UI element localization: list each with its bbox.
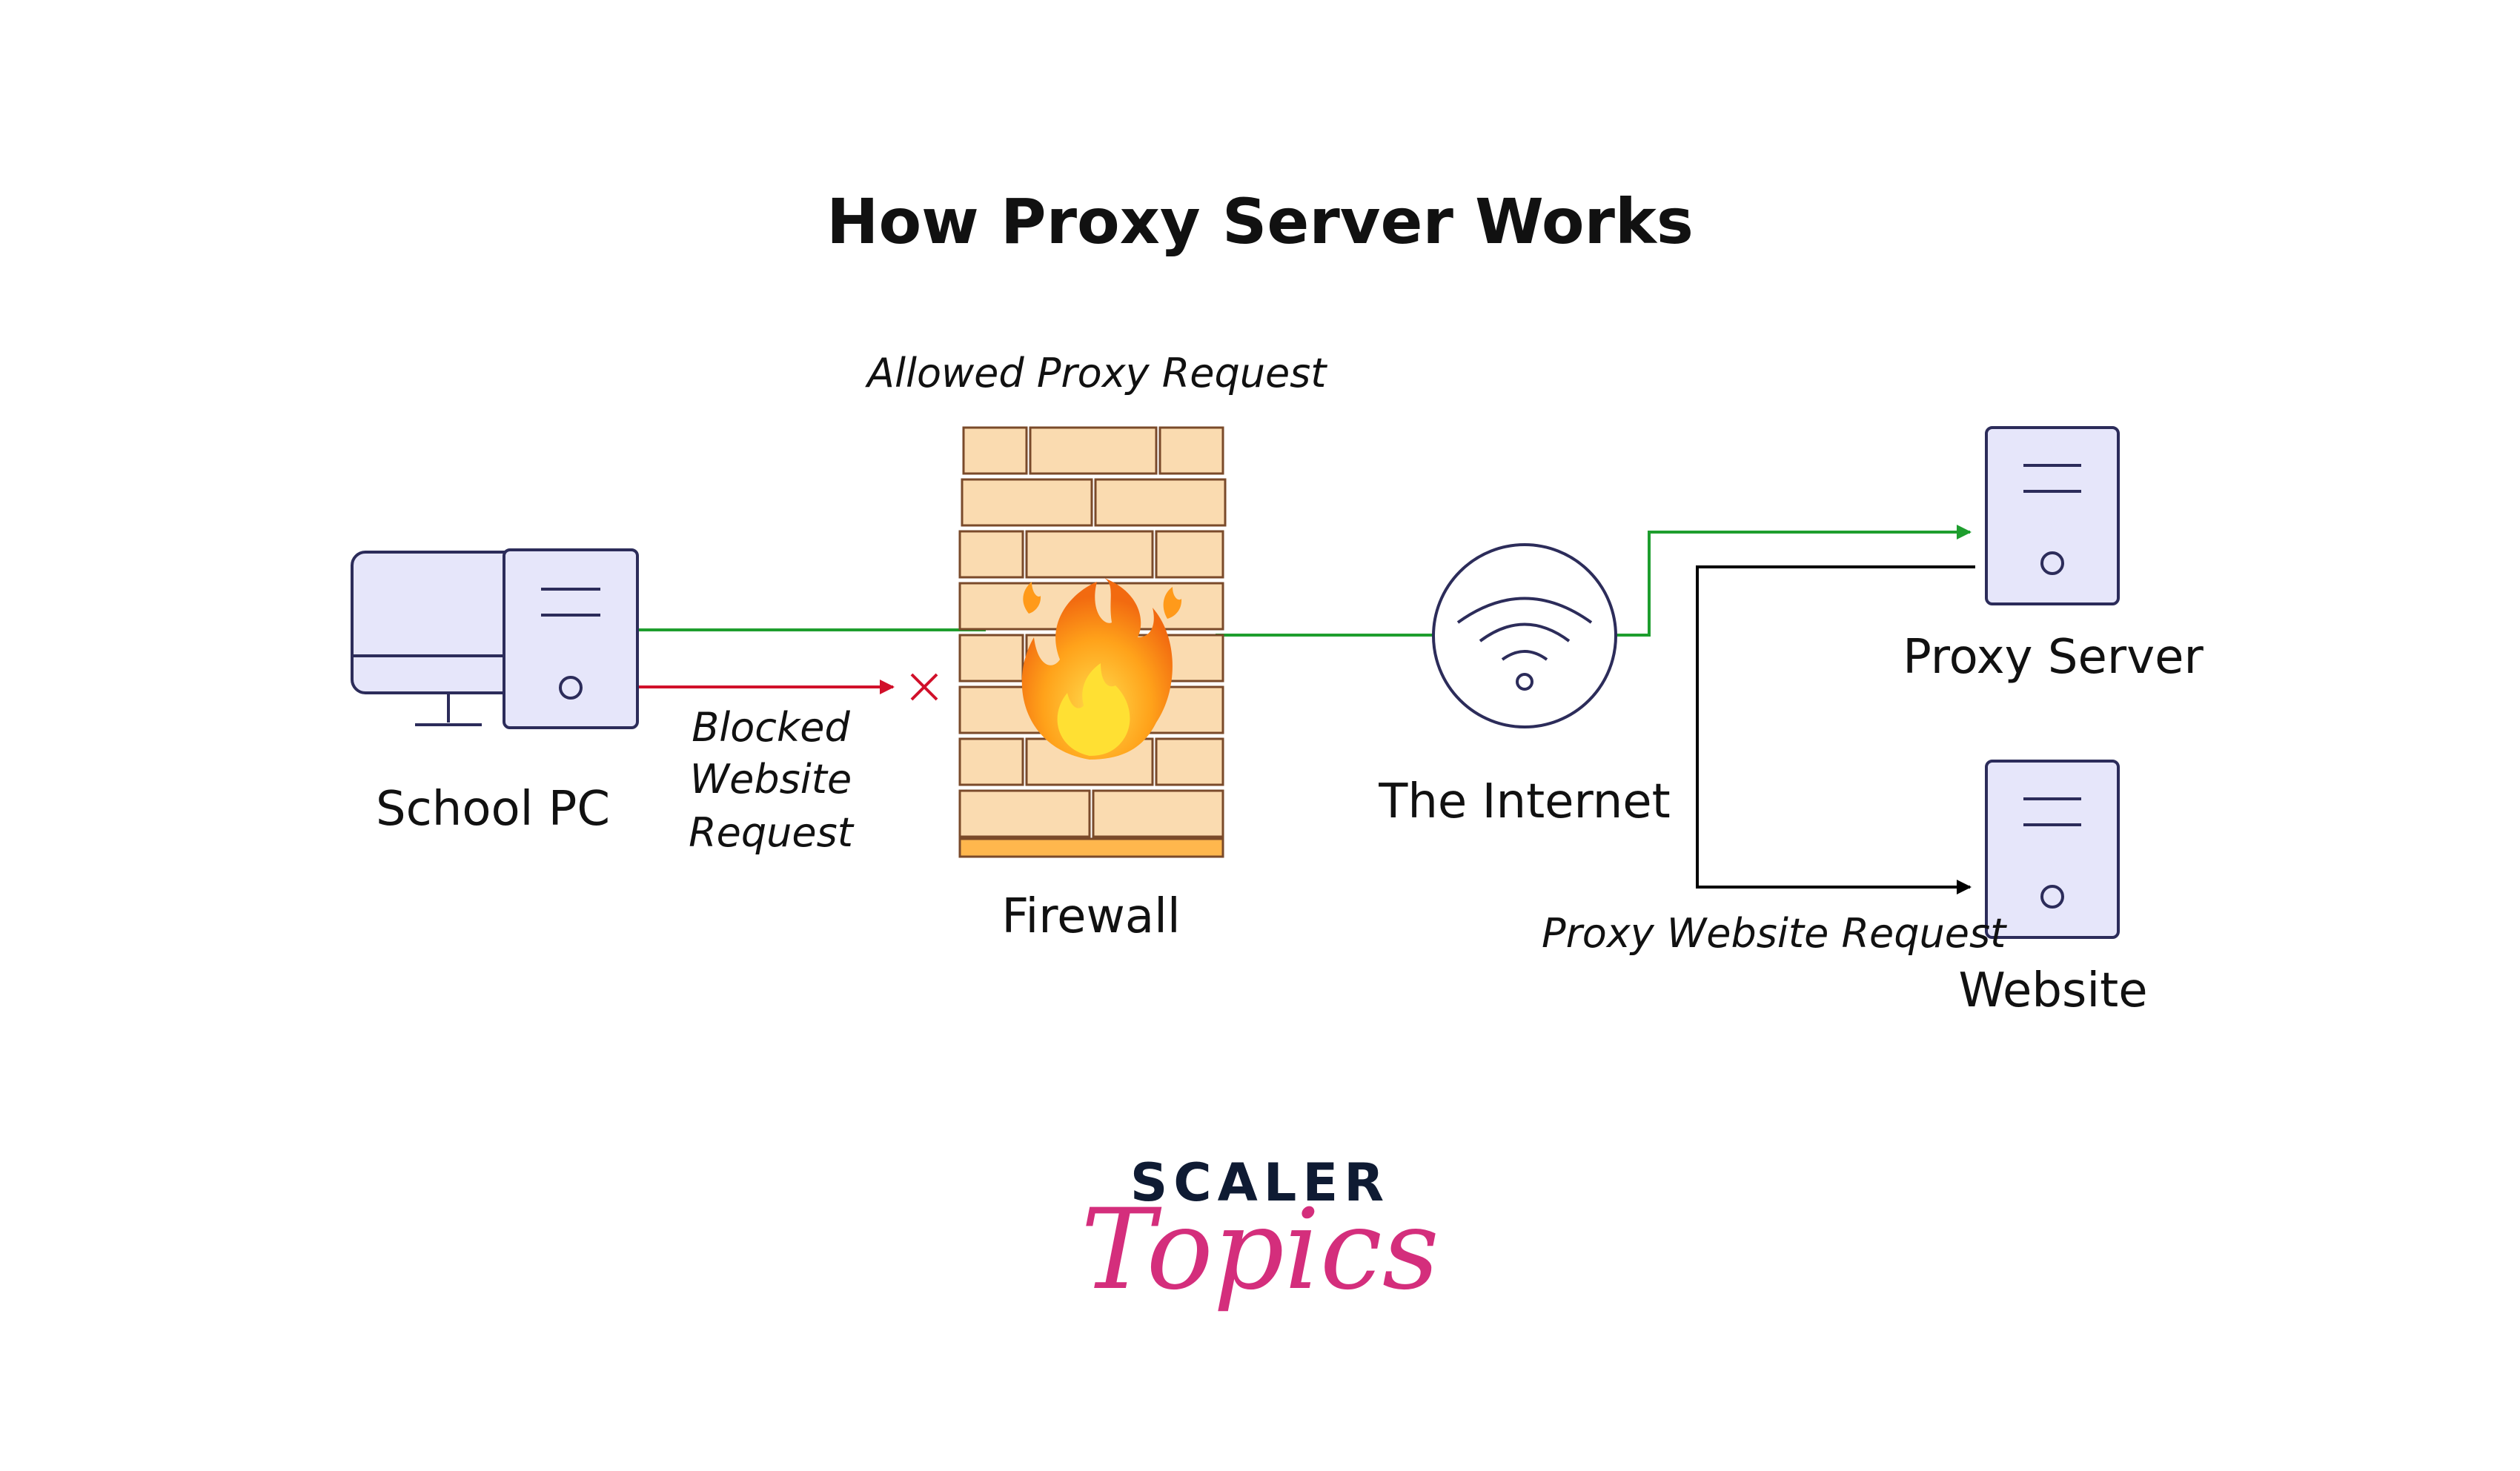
flame-icon [1021,578,1182,760]
blocked-request-label-line2: Website [689,756,852,803]
internet-label: The Internet [1379,774,1671,829]
blocked-x-icon [910,673,938,701]
website-label: Website [1958,963,2148,1018]
blocked-request-label-line1: Blocked [692,704,850,751]
school-pc-label: School PC [375,782,611,837]
proxy-server-label: Proxy Server [1903,630,2204,685]
connections [637,525,1975,894]
internet-wifi-icon [1432,543,1617,728]
diagram-title: How Proxy Server Works [826,185,1694,258]
logo-scaler-text: SCALER [1130,1152,1390,1213]
blocked-request-label-line3: Request [689,809,853,856]
school-pc-icon [351,548,639,729]
allowed-arrow-to-proxy [1616,525,1972,637]
logo-topics-text: Topics [1081,1186,1439,1315]
firewall-label: Firewall [1001,889,1181,944]
website-server-icon [1985,760,2120,939]
proxy-website-arrow [1696,565,1975,894]
proxy-server-icon [1985,426,2120,605]
allowed-request-label: Allowed Proxy Request [867,350,1327,396]
proxy-website-request-label: Proxy Website Request [1542,910,2006,957]
